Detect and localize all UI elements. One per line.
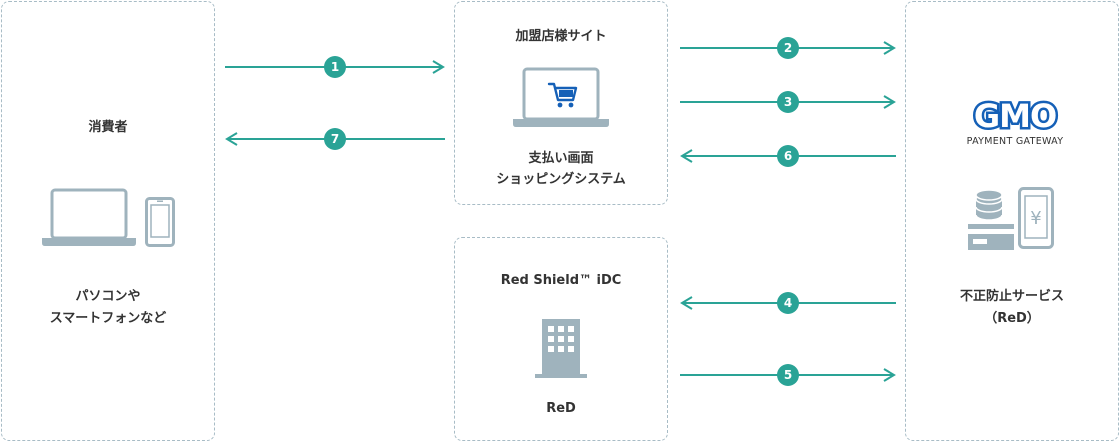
step-badge-4: 4 [777,292,799,314]
smartphone-icon [145,197,175,247]
merchant-caption-2: ショッピングシステム [496,172,626,187]
arrow-step-3: 3 [680,91,896,113]
merchant-title: 加盟店様サイト [515,29,607,44]
gmo-caption-1: 不正防止サービス [959,289,1064,304]
arrow-step-2: 2 [680,37,896,59]
idc-title: Red Shield™ iDC [500,273,622,288]
consumer-caption-2: スマートフォンなど [49,311,167,326]
step-badge-5: 5 [777,364,799,386]
yen-phone-icon: ¥ [1018,187,1054,249]
merchant-box [454,1,668,205]
idc-caption: ReD [546,401,576,416]
laptop-cart-icon [513,67,609,127]
gmo-box [905,1,1119,441]
svg-text:¥: ¥ [1030,208,1041,229]
arrow-step-7: 7 [225,128,445,150]
step-badge-1: 1 [324,56,346,78]
consumer-box [1,1,215,441]
step-badge-7: 7 [324,128,346,150]
step-badge-2: 2 [777,37,799,59]
coin-stack-icon [975,189,1003,221]
gmo-logo-text: GMO [974,100,1056,130]
laptop-icon [42,188,136,246]
building-icon [535,319,587,378]
credit-card-icon [968,224,1014,250]
gmo-caption-2: （ReD） [984,311,1040,326]
idc-box [454,237,668,441]
arrow-step-4: 4 [680,292,896,314]
arrow-step-1: 1 [225,56,445,78]
gmo-logo: GMO [971,100,1059,130]
step-badge-6: 6 [777,145,799,167]
consumer-caption-1: パソコンや [75,289,141,304]
step-badge-3: 3 [777,91,799,113]
merchant-caption-1: 支払い画面 [528,151,594,166]
arrow-step-6: 6 [680,145,896,167]
consumer-title: 消費者 [88,120,128,135]
arrow-step-5: 5 [680,364,896,386]
gmo-logo-subtitle: PAYMENT GATEWAY [966,136,1064,147]
